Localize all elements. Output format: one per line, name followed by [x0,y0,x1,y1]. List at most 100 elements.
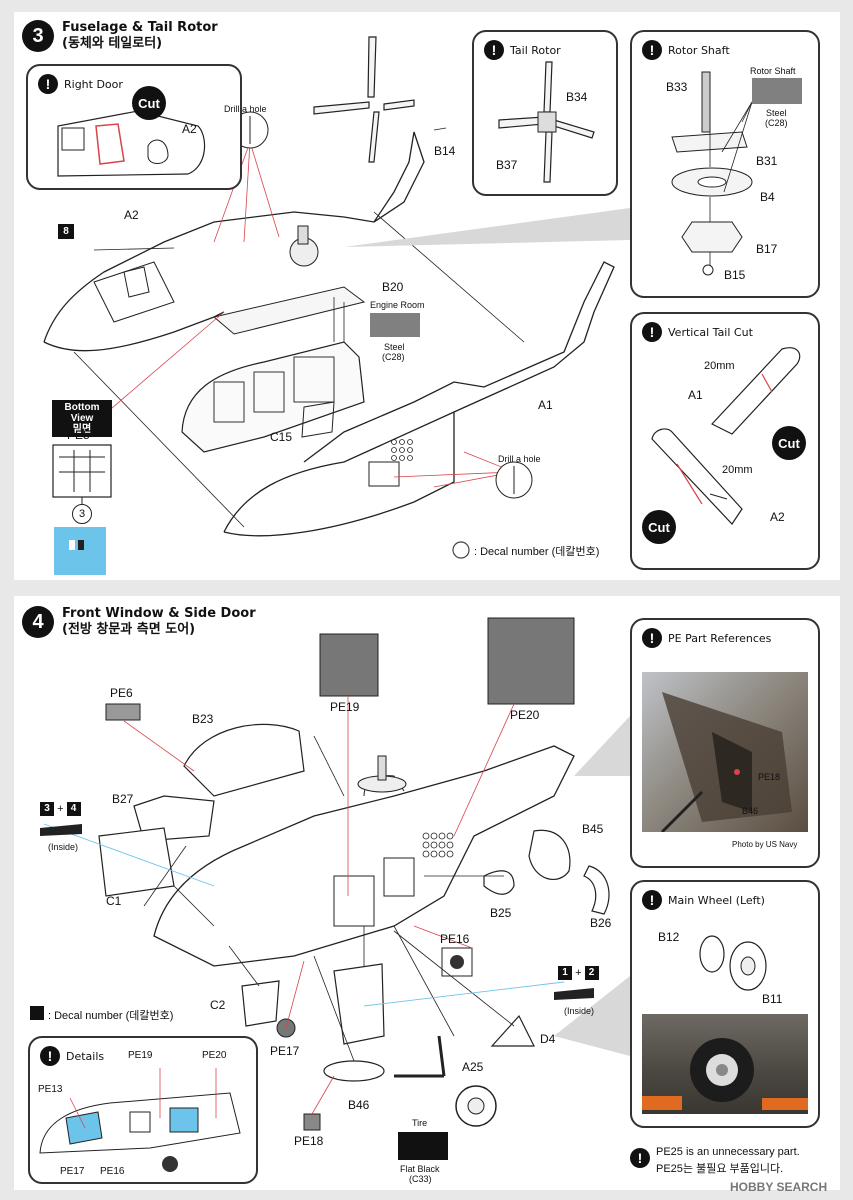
details-drawing [39,1068,241,1172]
part-label-b34: B34 [566,90,588,104]
step4-illustration [30,617,630,1160]
pe-refs-photo-art [660,692,792,832]
part-label-a2-tail: A2 [770,510,785,524]
tail-rotor-drawing [498,61,595,183]
rotor-shaft-color-code: (C28) [765,118,788,128]
pe-refs-box: ! PE Part References PE18 B46 Photo by U… [630,618,820,868]
rotor-shaft-drawing [671,71,753,276]
part-label-a2: A2 [124,208,139,222]
vertical-tail-title: ! Vertical Tail Cut [642,322,753,342]
tire-color-code: (C33) [409,1174,432,1184]
warning-icon: ! [642,40,662,60]
part-label-b17: B17 [756,242,778,256]
decal-ref-right: 1 + 2 [558,966,599,980]
pe-refs-photo: PE18 B46 [642,672,808,832]
details-label-pe20: PE20 [202,1050,227,1061]
drill-hole-label-1: Drill a hole [224,104,267,114]
warning-icon: ! [40,1046,60,1066]
part-label-d4: D4 [540,1032,556,1046]
main-wheel-photo [642,1014,808,1114]
part-label-a2-door: A2 [182,122,197,136]
engine-color-code: (C28) [382,352,405,362]
part-label-pe5: PE5 [67,428,90,442]
step4-number: 4 [22,606,54,638]
tire-label: Tire [412,1118,428,1128]
right-door-drawing [57,110,206,177]
rotor-shaft-color-label: Rotor Shaft [750,66,796,76]
decal-left-note: (Inside) [48,842,79,852]
part-label-a1-tail: A1 [688,388,703,402]
part-label-pe16: PE16 [440,932,470,946]
tire-color-name: Flat Black [400,1164,440,1174]
main-wheel-drawing [699,935,767,991]
part-label-b15: B15 [724,268,746,282]
note-text-ko: PE25는 불필요 부품입니다. [656,1163,784,1175]
engine-steel-swatch [370,313,420,337]
details-label-pe19: PE19 [128,1050,153,1061]
step3-title-ko: (동체와 테일로터) [62,36,163,51]
details-title: ! Details [40,1046,104,1066]
vertical-tail-dim1: 20mm [704,360,735,372]
decal-right-note: (Inside) [564,1006,595,1016]
main-wheel-box: ! Main Wheel (Left) B12 B11 [630,880,820,1128]
part-label-b4: B4 [760,190,775,204]
right-door-box: ! Right Door Cut A2 [26,64,242,190]
warning-icon: ! [642,628,662,648]
pe-refs-title: ! PE Part References [642,628,771,648]
part-label-a25: A25 [462,1060,484,1074]
step4-title-ko: (전방 창문과 측면 도어) [62,622,196,637]
main-wheel-photo-art [642,1038,808,1110]
step4-title-en: Front Window & Side Door [62,606,256,621]
part-label-b46: B46 [348,1098,370,1112]
step4-header: 4 Front Window & Side Door (전방 창문과 측면 도어… [22,606,256,638]
details-label-pe17: PE17 [60,1166,85,1177]
part-label-b45: B45 [582,822,604,836]
cut-badge-tail-2: Cut [642,510,676,544]
vertical-tail-drawing [651,347,801,525]
part-label-b31: B31 [756,154,778,168]
warning-icon: ! [642,890,662,910]
cut-badge: Cut [132,86,166,120]
part-label-pe18: PE18 [294,1134,324,1148]
part-label-b27: B27 [112,792,134,806]
vertical-tail-box: ! Vertical Tail Cut 20mm A1 Cut 20mm Cut… [630,312,820,570]
watermark: HOBBY SEARCH [730,1180,828,1194]
step3-number: 3 [22,20,54,52]
rotor-shaft-box: ! Rotor Shaft Rotor Shaft Steel (C28) B3… [630,30,820,298]
step4-title: Front Window & Side Door (전방 창문과 측면 도어) [62,606,256,638]
part-label-b20: B20 [382,280,404,294]
part-label-b23: B23 [192,712,214,726]
part-label-c2: C2 [210,998,226,1012]
tail-rotor-box: ! Tail Rotor B34 B37 [472,30,618,196]
decal-legend-step4: : Decal number (데칼번호) [48,1010,174,1022]
part-label-pe20: PE20 [510,708,540,722]
details-label-pe16: PE16 [100,1166,125,1177]
step3-header: 3 Fuselage & Tail Rotor (동체와 테일로터) [22,20,218,52]
rotor-shaft-title: ! Rotor Shaft [642,40,730,60]
steel-swatch [752,78,802,104]
drill-hole-label-2: Drill a hole [498,454,541,464]
decal-circle-3: 3 [72,504,92,524]
pe-refs-credit: Photo by US Navy [732,840,798,849]
part-label-pe19: PE19 [330,700,360,714]
main-wheel-title: ! Main Wheel (Left) [642,890,765,910]
part-label-c1: C1 [106,894,122,908]
details-label-pe13: PE13 [38,1084,63,1095]
vertical-tail-dim2: 20mm [722,464,753,476]
part-label-b14: B14 [434,144,456,158]
cut-badge-tail-1: Cut [772,426,806,460]
pe-ref-label-b46: B46 [742,806,759,816]
part-label-b11: B11 [762,992,783,1006]
warning-icon: ! [642,322,662,342]
part-label-b33: B33 [666,80,688,94]
part-label-b37: B37 [496,158,518,172]
right-door-title: ! Right Door [38,74,123,94]
part-label-a1: A1 [538,398,553,412]
step3-title: Fuselage & Tail Rotor (동체와 테일로터) [62,20,218,52]
step3-panel: 3 Fuselage & Tail Rotor (동체와 테일로터) ! Rig… [14,12,840,580]
part-label-b26: B26 [590,916,612,930]
bottom-view-badge: Bottom View 밑면 [52,400,112,437]
part-label-pe17: PE17 [270,1044,300,1058]
decal-number-8: 8 [58,224,74,239]
rotor-shaft-color-name: Steel [766,108,787,118]
